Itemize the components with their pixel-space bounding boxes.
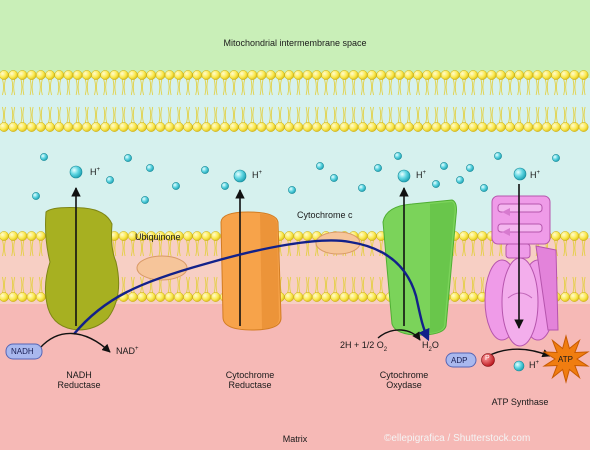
- matrix-proton: [513, 360, 525, 372]
- proton: [440, 162, 448, 170]
- proton: [552, 154, 560, 162]
- proton: [40, 153, 48, 161]
- proton: [397, 169, 411, 183]
- proton: [32, 192, 40, 200]
- proton-pump-arrows: [71, 184, 524, 329]
- proton: [141, 196, 149, 204]
- proton: [172, 182, 180, 190]
- electron-transport-path: [73, 239, 430, 342]
- proton: [69, 165, 83, 179]
- pi-label: P: [485, 355, 490, 362]
- proton: [494, 152, 502, 160]
- proton: [146, 164, 154, 172]
- proton: [480, 184, 488, 192]
- oxygen-reaction-label: 2H + 1/2 O2: [340, 340, 388, 353]
- proton: [106, 176, 114, 184]
- matrix-h-plus-label: H+: [529, 360, 540, 370]
- adp-capsule: [445, 352, 477, 368]
- intermembrane-space-region: [0, 0, 590, 78]
- ubiquinone-label: Ubiquinone: [135, 232, 181, 242]
- proton: [456, 176, 464, 184]
- proton: [124, 154, 132, 162]
- atp-label: ATP: [558, 355, 573, 364]
- nadh-capsule: [5, 343, 43, 360]
- proton: [394, 152, 402, 160]
- h-plus-label-nadh: H+: [90, 167, 101, 177]
- cytochrome-reductase-shade: [260, 214, 279, 329]
- nadh-oxidation-arrow: [39, 332, 111, 353]
- proton: [358, 184, 366, 192]
- matrix-label: Matrix: [282, 434, 308, 444]
- phosphate-ball: [481, 353, 495, 367]
- proton: [316, 162, 324, 170]
- proton: [201, 166, 209, 174]
- nad-plus-label: NAD+: [116, 346, 139, 356]
- water-label: H2O: [422, 340, 439, 353]
- atp-synthase-complex: [484, 195, 559, 347]
- adp-label: ADP: [451, 356, 468, 365]
- atp-starburst: [542, 334, 590, 384]
- h-plus-label-cytochrome-reductase: H+: [252, 170, 263, 180]
- h-plus-label-atp-synthase: H+: [530, 170, 541, 180]
- h-plus-label-oxydase: H+: [416, 170, 427, 180]
- proton: [221, 182, 229, 190]
- proton: [432, 180, 440, 188]
- proton: [374, 164, 382, 172]
- proton-field: [32, 152, 560, 204]
- proton: [233, 169, 247, 183]
- proton: [288, 186, 296, 194]
- lipid-bilayer: [0, 70, 589, 132]
- proton: [513, 167, 527, 181]
- cytochrome-oxydase-shade: [430, 202, 455, 333]
- proton: [330, 174, 338, 182]
- copyright-watermark: ©ellepigrafica / Shutterstock.com: [384, 433, 531, 444]
- oxygen-reduction-arrow: [377, 329, 421, 341]
- intermembrane-space-label: Mitochondrial intermembrane space: [223, 38, 367, 48]
- proton: [466, 164, 474, 172]
- atp-synthase-label: ATP Synthase: [491, 397, 549, 407]
- cytochrome-c-label: Cytochrome c: [297, 210, 353, 220]
- atp-formation-arrow: [487, 348, 551, 358]
- nadh-molecule-label: NADH: [11, 347, 34, 356]
- nadh-reductase-complex: [44, 207, 120, 331]
